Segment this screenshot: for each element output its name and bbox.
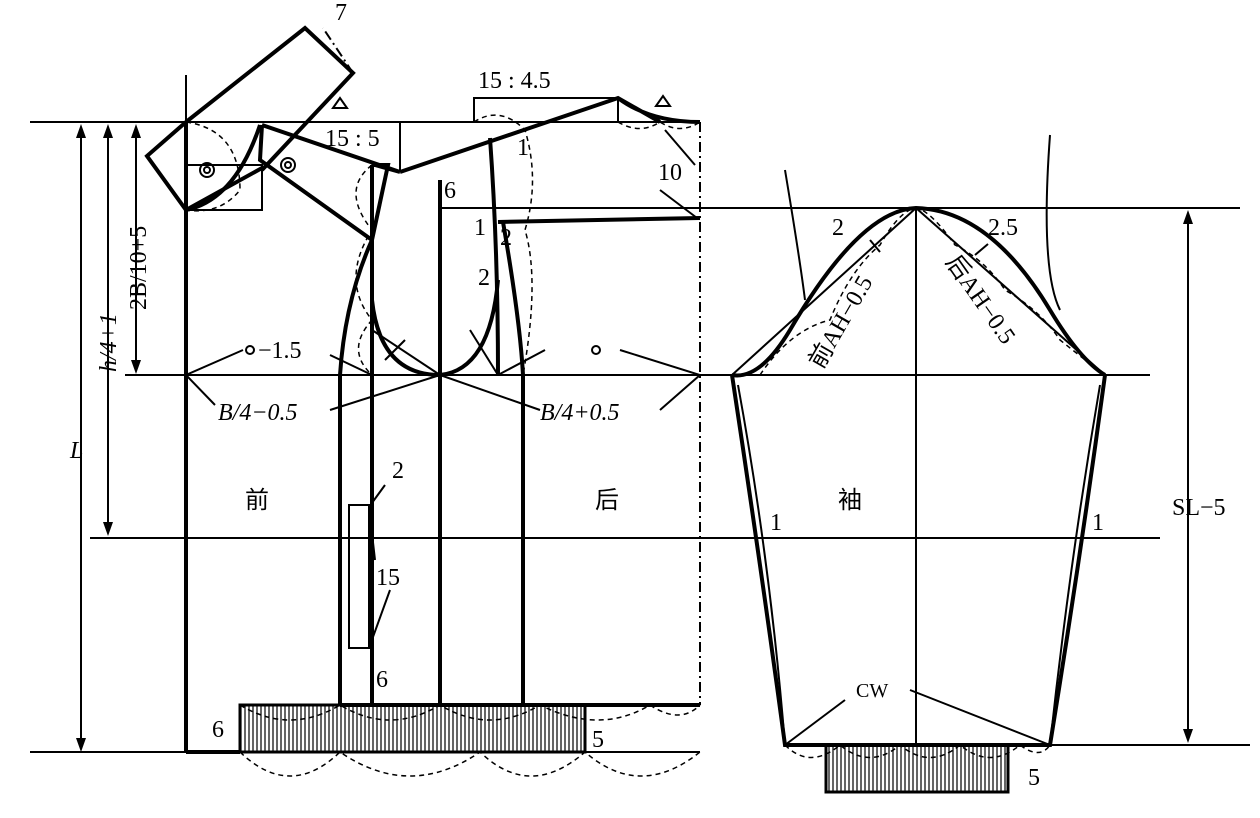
label-hem-6: 6 (212, 717, 224, 743)
label-collar-7: 7 (335, 0, 347, 26)
hem-band (238, 703, 701, 777)
chest-guides (184, 345, 703, 649)
label-pocket-2: 2 (392, 458, 404, 484)
label-sleeve-length: SL−5 (1172, 495, 1226, 521)
label-back-width: B/4+0.5 (540, 400, 620, 426)
reference-lines (30, 121, 1250, 753)
back-bodice (340, 94, 701, 707)
label-cuff-width: CW (856, 680, 888, 702)
label-back: 后 (595, 487, 619, 514)
label-front-shoulder-ratio: 15 : 5 (325, 126, 380, 152)
label-sleeve: 袖 (838, 487, 862, 514)
label-front-ah: 前AH−0.5 (804, 271, 878, 373)
label-back-1a: 1 (517, 135, 529, 161)
dimension-arrows (76, 124, 1193, 752)
label-back-1b: 1 (474, 215, 486, 241)
sleeve (730, 134, 1107, 794)
label-front-width: B/4−0.5 (218, 400, 298, 426)
label-sleeve-2-5: 2.5 (988, 215, 1018, 241)
label-back-shoulder-ratio: 15 : 4.5 (478, 68, 551, 94)
label-sleeve-1-right: 1 (1092, 510, 1104, 536)
label-back-2b: 2 (478, 265, 490, 291)
label-hem-5: 5 (592, 727, 604, 753)
label-length-L: L (69, 438, 83, 464)
label-armhole-depth: 2B/10+5 (126, 226, 152, 310)
label-front: 前 (245, 487, 269, 514)
label-waist-h: h/4+1 (96, 313, 122, 372)
label-back-neck-10: 10 (658, 160, 682, 186)
label-back-6: 6 (444, 178, 456, 204)
front-bodice (144, 25, 441, 754)
labels: 7 15 : 5 15 : 4.5 10 6 1 1 2 2 −1.5 B/4−… (69, 0, 1226, 791)
label-sleeve-2: 2 (832, 215, 844, 241)
label-pocket-15: 15 (376, 565, 400, 591)
label-cuff-5: 5 (1028, 765, 1040, 791)
label-back-2a: 2 (500, 225, 512, 251)
label-armhole-minus: −1.5 (258, 338, 302, 364)
label-sleeve-1-left: 1 (770, 510, 782, 536)
label-placket-6: 6 (376, 667, 388, 693)
